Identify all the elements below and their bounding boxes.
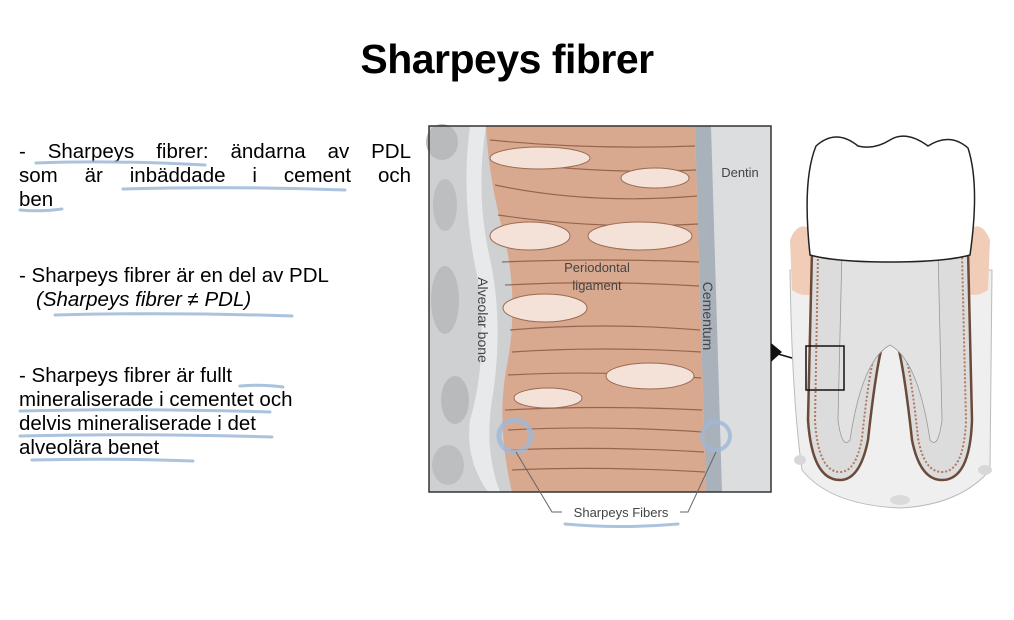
bullet-part-of-pdl: - Sharpeys fibrer är en del av PDL (Shar…: [19, 264, 411, 312]
bullet-mineralization: - Sharpeys fibrer är fullt mineraliserad…: [19, 364, 411, 460]
label-pdl-line1: Periodontal: [564, 260, 630, 275]
zoom-arrowhead: [771, 343, 782, 362]
bullet-line: mineraliserade i cementet och: [19, 388, 293, 411]
bullet-line: alveolära benet: [19, 436, 160, 459]
label-dentin: Dentin: [721, 165, 759, 180]
bullet-line-note: (Sharpeys fibrer ≠ PDL): [36, 288, 252, 311]
bullet-line: som är inbäddade i cement och: [19, 164, 411, 187]
pdl-vessels: [489, 146, 695, 409]
bullet-line: - Sharpeys fibrer är fullt: [19, 364, 233, 387]
zoom-box: [805, 345, 845, 391]
bullet-line: delvis mineraliserade i det: [19, 412, 257, 435]
leader-line-left: [515, 451, 562, 513]
closeup-panel: Dentin Periodontal ligament Alveolar bon…: [426, 124, 772, 528]
tooth-crown: [806, 135, 976, 263]
tooth-illustration: [789, 135, 993, 509]
sharpey-highlight-cementum: [700, 420, 732, 452]
underline-annotations: [18, 160, 347, 463]
dentin-region: [711, 126, 771, 492]
label-pdl-line2: ligament: [572, 278, 622, 293]
cementum-band: [695, 126, 722, 492]
bullet-line: - Sharpeys fibrer: ändarna av PDL: [19, 140, 411, 163]
bullet-sharpey-definition: - Sharpeys fibrer: ändarna av PDL som är…: [19, 140, 411, 212]
label-alveolar-bone: Alveolar bone: [475, 277, 491, 363]
slide-title: Sharpeys fibrer: [360, 36, 654, 82]
bullet-line: ben: [19, 188, 54, 211]
sharpey-highlight-bone: [496, 417, 534, 455]
label-sharpeys-fibers: Sharpeys Fibers: [574, 505, 669, 520]
leader-line-right: [680, 451, 717, 513]
bullet-line: - Sharpeys fibrer är en del av PDL: [19, 264, 329, 287]
label-cementum: Cementum: [700, 282, 716, 350]
